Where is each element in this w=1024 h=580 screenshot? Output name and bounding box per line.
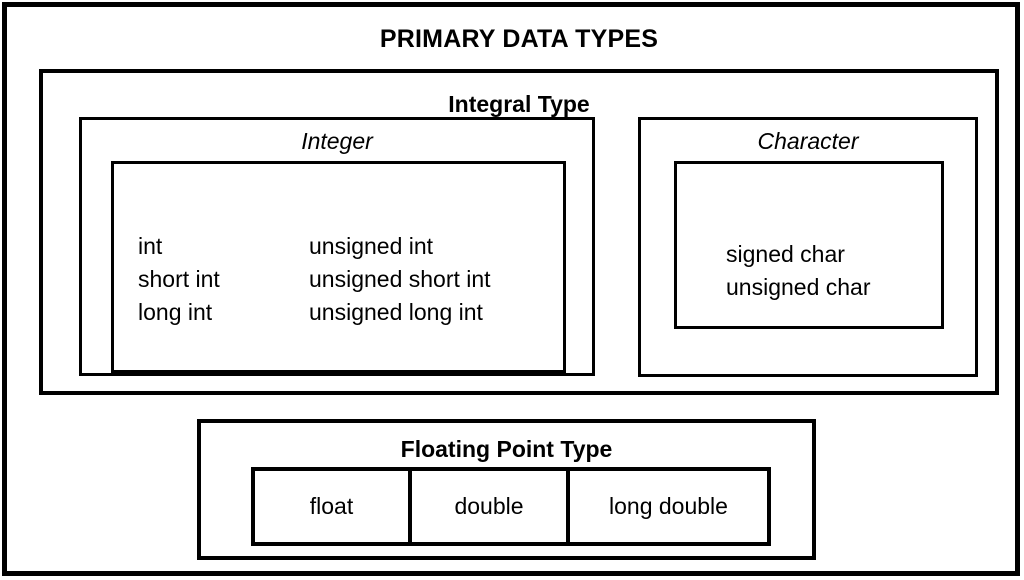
integer-group: Integer int short int long int unsigned in… bbox=[79, 117, 595, 376]
page-title: PRIMARY DATA TYPES bbox=[379, 25, 659, 53]
type-name: unsigned long int bbox=[309, 299, 483, 325]
floating-point-group: Floating Point Type float double long do… bbox=[197, 419, 816, 560]
floating-point-cell-float: float bbox=[255, 471, 412, 542]
floating-point-cell-long-double: long double bbox=[609, 493, 728, 519]
type-name: unsigned int bbox=[309, 233, 434, 259]
integer-heading: Integer bbox=[301, 128, 373, 154]
character-type-list: signed char unsigned char bbox=[726, 238, 871, 304]
type-name: unsigned char bbox=[726, 274, 871, 300]
floating-point-heading: Floating Point Type bbox=[400, 436, 613, 462]
integer-signed-type-list: int short int long int bbox=[138, 230, 220, 329]
type-name: unsigned short int bbox=[309, 266, 491, 292]
floating-point-types-table: float double long double bbox=[251, 467, 771, 546]
integer-unsigned-type-list: unsigned int unsigned short int unsigned l… bbox=[309, 230, 491, 329]
character-group: Character signed char unsigned char bbox=[638, 117, 978, 377]
type-name: long int bbox=[138, 299, 213, 325]
integral-type-heading: Integral Type bbox=[448, 91, 590, 117]
character-heading: Character bbox=[757, 128, 859, 154]
type-name: signed char bbox=[726, 241, 845, 267]
type-name: int bbox=[138, 233, 163, 259]
type-name: short int bbox=[138, 266, 220, 292]
integral-type-group: Integral Type Integer int short int long i… bbox=[39, 69, 999, 395]
character-types-box: signed char unsigned char bbox=[674, 161, 944, 329]
floating-point-cell-double: double bbox=[412, 471, 570, 542]
